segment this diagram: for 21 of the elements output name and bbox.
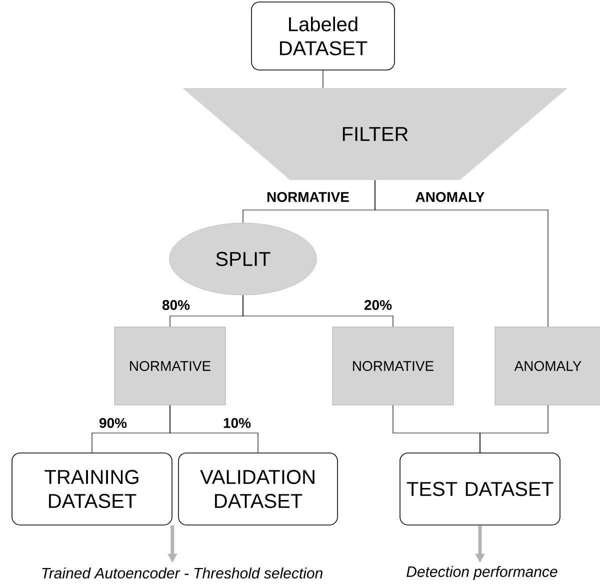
dataset-box: Labeled DATASET [251, 2, 395, 70]
edge-label: 90% [98, 417, 128, 429]
dataset-box: TRAINING DATASET [12, 452, 172, 526]
result-text: Detection performance [406, 566, 558, 580]
connector-line [480, 404, 548, 453]
subset-box: NORMATIVE [332, 326, 454, 406]
result-text: Trained Autoencoder - Threshold selection [42, 567, 322, 578]
edge-label: 20% [363, 299, 393, 311]
edge-label: NORMATIVE [266, 191, 350, 203]
edge-label: 80% [161, 299, 192, 311]
connector-line [374, 180, 548, 328]
dataset-box: VALIDATION DATASET [178, 452, 338, 526]
subset-box: NORMATIVE [114, 326, 226, 406]
edge-label: ANOMALY [414, 191, 486, 203]
edge-label: 10% [222, 417, 252, 429]
connector-line [170, 404, 258, 453]
subset-box: ANOMALY [494, 326, 600, 406]
connector-line [322, 70, 324, 88]
dataset-box: TEST DATASET [400, 452, 560, 526]
connector-line [242, 294, 394, 328]
filter-trapezoid: FILTER [182, 88, 568, 180]
